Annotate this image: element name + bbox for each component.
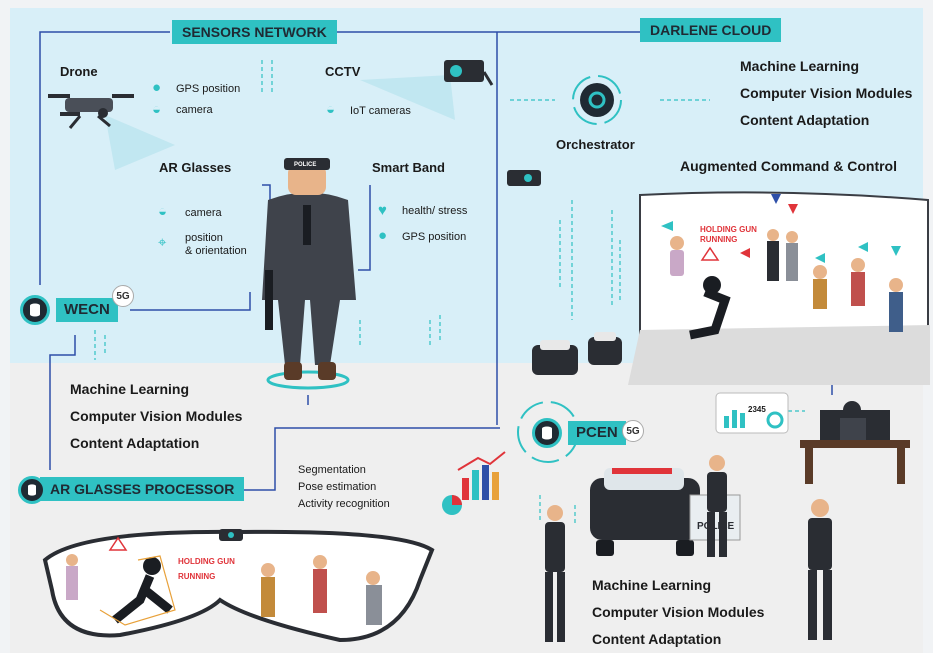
ar-glasses-position: position [185,232,223,244]
cloud-module-cv: Computer Vision Modules [740,85,913,101]
crosshair-icon: ⌖ [158,234,167,251]
ar-alert-holding-gun: HOLDING GUN [178,557,235,566]
monitor-value: 2345 [748,405,766,414]
drone-illustration [48,94,175,170]
smart-band-gps: GPS position [402,231,467,243]
task-segmentation: Segmentation [298,464,366,476]
ar-processor-icon [18,476,46,504]
operator-desk-illustration [800,401,910,484]
police-door-label: POLICE [697,521,735,532]
heart-pulse-icon: ♥ [378,202,387,219]
police-officers-illustration [545,455,832,642]
ar-glasses-camera: camera [185,207,222,219]
task-pose-estimation: Pose estimation [298,481,377,493]
cctv-small-illustration [507,170,541,186]
task-activity-recognition: Activity recognition [298,498,390,510]
pcen-label: PCEN [568,421,626,445]
drone-title: Drone [60,64,98,79]
command-alert-holding-gun: HOLDING GUN [700,225,757,234]
command-screen-illustration [628,191,930,385]
smart-band-health: health/ stress [402,205,468,217]
drone-camera: camera [176,104,213,116]
wecn-node: WECN [20,295,118,325]
wecn-5g-badge: 5G [112,285,134,307]
ar-glasses-processor-banner: AR GLASSES PROCESSOR [40,477,245,501]
location-pin-icon: ● [152,79,162,96]
pcen-module-ca: Content Adaptation [592,631,722,647]
police-cars-small-illustration [532,332,622,375]
wecn-module-ca: Content Adaptation [70,435,200,451]
drone-gps: GPS position [176,83,241,95]
monitor-graphic [715,392,789,434]
pcen-module-cv: Computer Vision Modules [592,604,765,620]
processor-tasks: Segmentation Pose estimation Activity re… [298,462,390,513]
cctv-title: CCTV [325,64,361,79]
wecn-module-cv: Computer Vision Modules [70,408,243,424]
cloud-module-ml: Machine Learning [740,58,860,74]
wecn-module-ml: Machine Learning [70,381,190,397]
database-icon [20,295,50,325]
camera-icon: ◒ [158,203,168,220]
location-pin-icon: ● [378,227,388,244]
camera-icon: ◒ [152,101,162,118]
ar-alert-running: RUNNING [178,572,216,581]
command-control-title: Augmented Command & Control [680,158,897,174]
camera-icon: ◒ [326,101,336,118]
cctv-illustration [360,60,494,120]
command-alert-running: RUNNING [700,235,738,244]
police-cap-label: POLICE [294,162,317,168]
smart-band-title: Smart Band [372,160,445,175]
officer-illustration [262,158,356,390]
cloud-modules: Machine Learning Computer Vision Modules… [740,53,912,134]
pcen-module-ml: Machine Learning [592,577,712,593]
wecn-modules: Machine Learning Computer Vision Modules… [70,376,242,457]
pcen-5g-badge: 5G [622,420,644,442]
wecn-label: WECN [56,298,118,322]
cctv-iot-cameras: IoT cameras [350,105,411,117]
darlene-cloud-banner: DARLENE CLOUD [640,18,782,42]
sensors-network-banner: SENSORS NETWORK [172,20,337,44]
ar-glasses-orientation: & orientation [185,245,247,257]
cloud-module-ca: Content Adaptation [740,112,870,128]
ar-glasses-title: AR Glasses [159,160,232,175]
orchestrator-illustration [572,75,622,125]
orchestrator-label: Orchestrator [556,137,635,152]
pcen-node: PCEN [532,418,626,448]
pcen-modules: Machine Learning Computer Vision Modules… [592,572,764,653]
ar-glasses-view-illustration [42,529,435,643]
chart-icon [442,451,506,515]
database-icon [532,418,562,448]
